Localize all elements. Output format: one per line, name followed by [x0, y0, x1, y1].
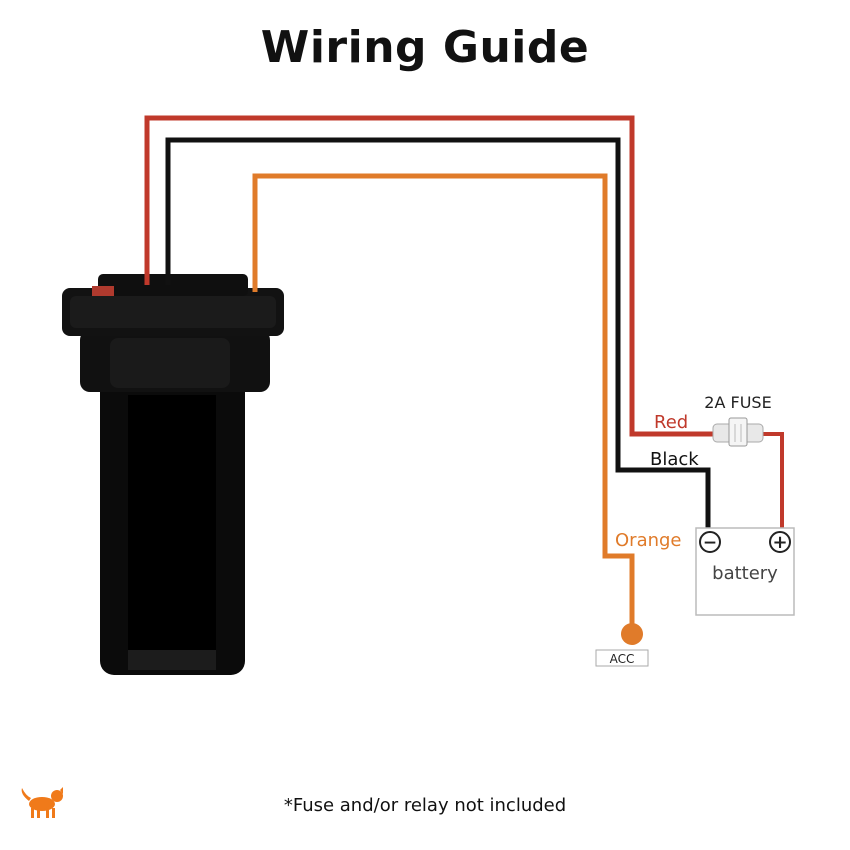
footnote: *Fuse and/or relay not included	[283, 795, 567, 816]
battery-plus: +	[772, 532, 787, 553]
red-wire-to-battery	[760, 432, 784, 530]
gps-tracker-device	[62, 274, 284, 675]
battery-icon	[695, 527, 795, 616]
battery-minus: −	[703, 533, 717, 553]
fuse-label: 2A FUSE	[704, 393, 771, 412]
orange-wire	[252, 173, 635, 630]
battery-label: battery	[712, 563, 778, 584]
black-wire	[165, 137, 711, 530]
page-title: Wiring Guide	[260, 22, 590, 73]
orange-label: Orange	[615, 530, 682, 551]
red-wire	[144, 115, 715, 437]
acc-terminal-icon	[621, 623, 643, 645]
dog-icon	[21, 787, 63, 818]
acc-label: ACC	[610, 652, 635, 666]
fuse-icon	[712, 417, 764, 447]
red-label: Red	[654, 412, 688, 433]
black-label: Black	[650, 449, 699, 470]
acc-label-box	[595, 649, 649, 667]
